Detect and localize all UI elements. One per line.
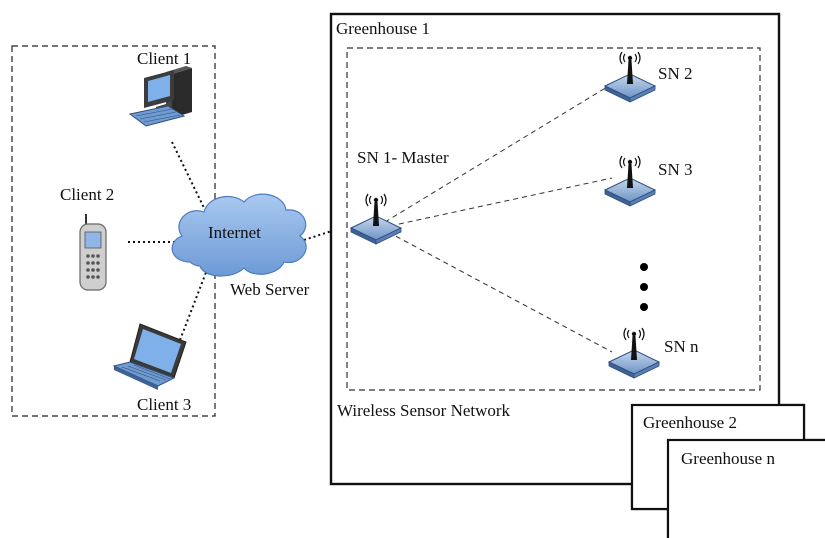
cloud-icon <box>171 193 307 277</box>
laptop-icon[interactable] <box>112 323 187 390</box>
greenhouse-1-label: Greenhouse 1 <box>336 19 430 38</box>
link-master-snn <box>387 231 613 353</box>
web-server-label: Web Server <box>230 280 310 299</box>
wsn-boundary <box>346 47 761 391</box>
link-client1-internet <box>171 141 207 213</box>
link-master-sn3 <box>389 177 613 227</box>
snn-label: SN n <box>664 337 699 356</box>
more-nodes-ellipsis <box>640 263 648 311</box>
client-region-boundary <box>11 45 216 417</box>
client-1-label: Client 1 <box>137 49 191 68</box>
sn2-label: SN 2 <box>658 64 692 83</box>
client-3-label: Client 3 <box>137 395 191 414</box>
internet-label: Internet <box>208 223 261 242</box>
greenhouse-n-label: Greenhouse n <box>681 449 775 468</box>
greenhouse-n-front <box>666 438 825 538</box>
mobile-phone-icon[interactable] <box>79 214 107 291</box>
master-node-label: SN 1- Master <box>357 148 449 167</box>
wsn-label: Wireless Sensor Network <box>337 401 511 420</box>
client-2-label: Client 2 <box>60 185 114 204</box>
desktop-computer-icon[interactable] <box>128 66 192 127</box>
greenhouse-2-label: Greenhouse 2 <box>643 413 737 432</box>
wsn-links <box>384 83 613 353</box>
sn3-label: SN 3 <box>658 160 692 179</box>
link-client3-internet <box>179 261 211 341</box>
